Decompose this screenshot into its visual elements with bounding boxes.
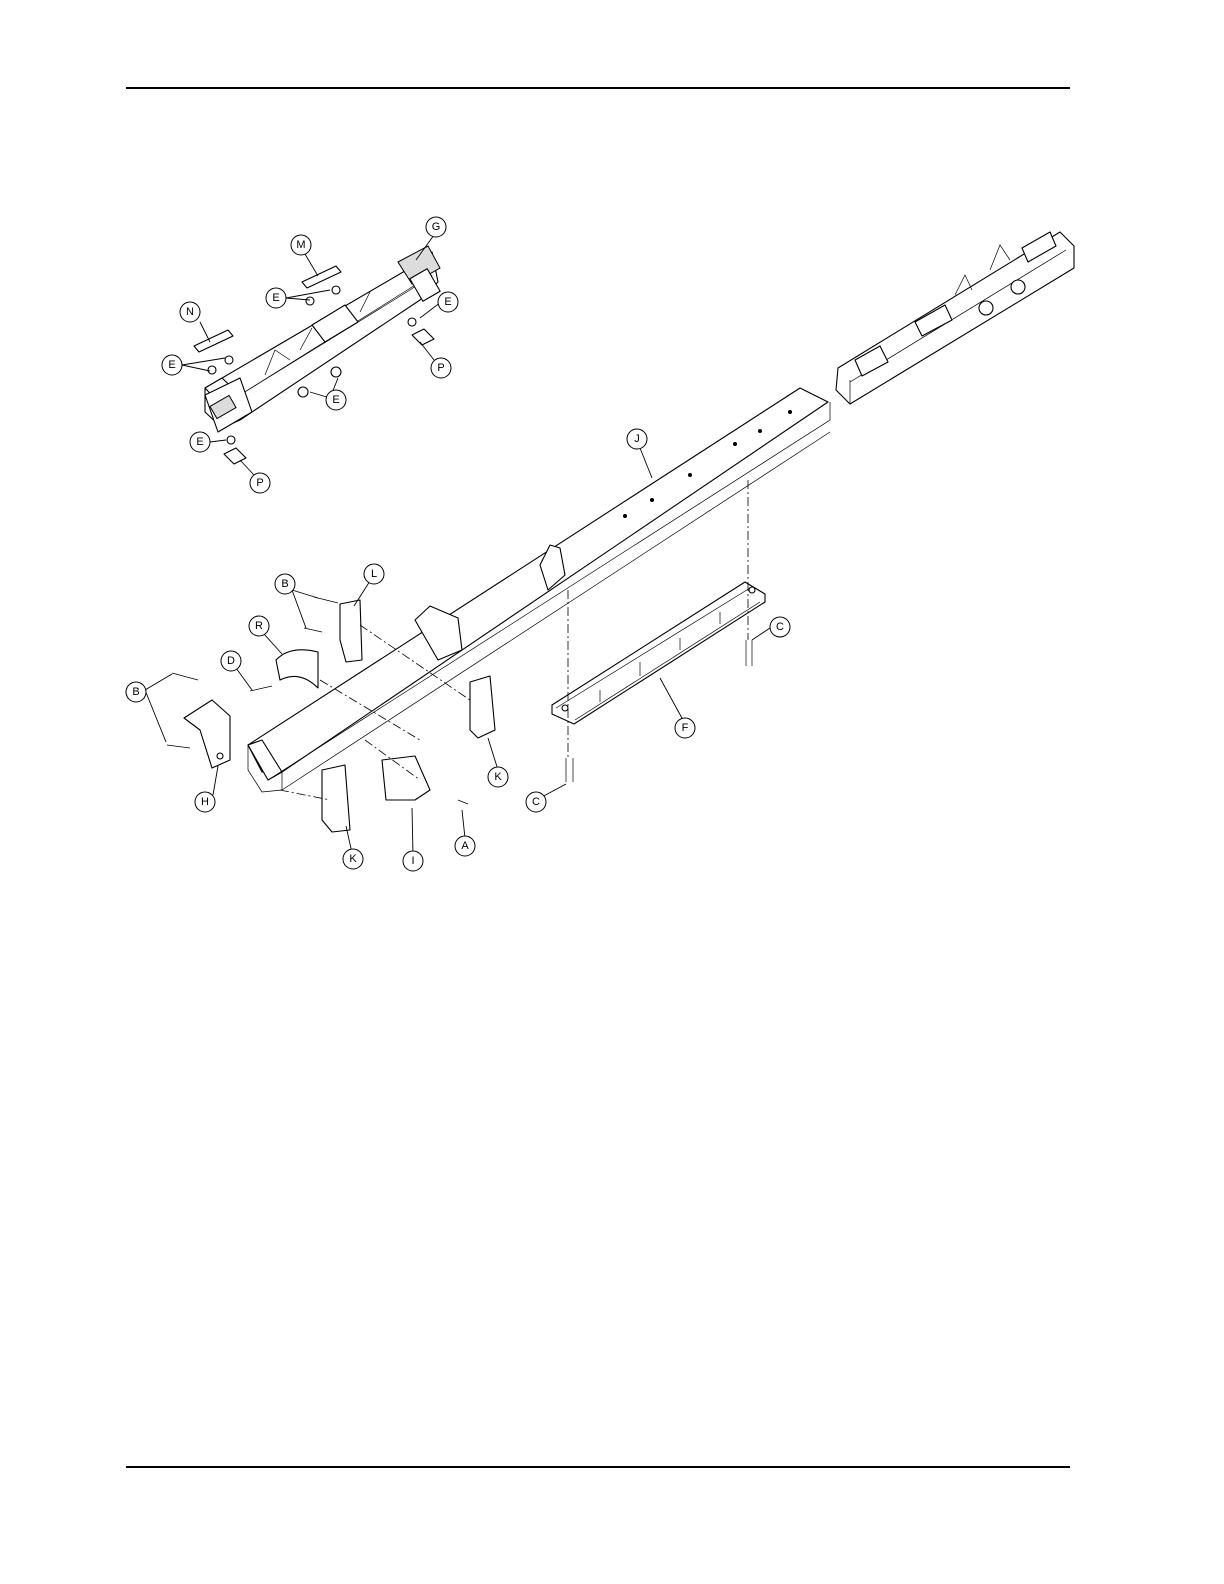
callout-e-middle: E <box>326 390 346 410</box>
upper-rail-assembly <box>194 246 440 464</box>
svg-text:C: C <box>532 796 540 808</box>
svg-text:I: I <box>411 855 414 867</box>
callout-e-bottom: E <box>190 432 210 452</box>
callout-k-left: K <box>343 849 363 869</box>
callout-k-right: K <box>488 767 508 787</box>
callout-c-bottom: C <box>526 792 546 812</box>
callout-n: N <box>180 302 200 322</box>
callout-b-upper: B <box>275 574 295 594</box>
callout-h: H <box>195 792 215 812</box>
svg-text:A: A <box>461 840 469 852</box>
svg-text:H: H <box>201 796 209 808</box>
svg-text:P: P <box>437 362 444 374</box>
svg-text:K: K <box>349 853 357 865</box>
callout-e-right: E <box>438 292 458 312</box>
callout-e-top: E <box>266 288 286 308</box>
callout-e-left: E <box>162 355 182 375</box>
callout-c-right: C <box>770 617 790 637</box>
callout-d: D <box>221 651 241 671</box>
callout-i: I <box>403 851 423 871</box>
svg-text:E: E <box>168 359 175 371</box>
svg-text:C: C <box>776 621 784 633</box>
callout-m: M <box>291 235 311 255</box>
callout-r: R <box>249 616 269 636</box>
callout-l: L <box>364 564 384 584</box>
svg-text:P: P <box>256 477 263 489</box>
callout-b-lower: B <box>126 682 146 702</box>
svg-text:N: N <box>186 306 194 318</box>
upper-right-rail <box>836 232 1074 404</box>
svg-text:E: E <box>444 296 451 308</box>
svg-text:B: B <box>132 686 139 698</box>
svg-text:L: L <box>371 568 377 580</box>
svg-text:B: B <box>281 578 288 590</box>
step-tread <box>552 582 765 724</box>
callout-j: J <box>627 429 647 449</box>
svg-text:J: J <box>634 433 640 445</box>
svg-text:D: D <box>227 655 235 667</box>
svg-text:E: E <box>332 394 339 406</box>
callout-a: A <box>455 836 475 856</box>
callout-p-right: P <box>431 358 451 378</box>
svg-text:R: R <box>255 620 263 632</box>
svg-text:M: M <box>296 239 305 251</box>
callout-p-bottom: P <box>250 473 270 493</box>
svg-text:E: E <box>272 292 279 304</box>
svg-text:E: E <box>196 436 203 448</box>
callout-g: G <box>426 217 446 237</box>
callout-f: F <box>675 718 695 738</box>
leader-lines <box>145 235 770 855</box>
svg-text:K: K <box>494 771 502 783</box>
svg-text:F: F <box>682 722 689 734</box>
svg-text:G: G <box>432 221 441 233</box>
